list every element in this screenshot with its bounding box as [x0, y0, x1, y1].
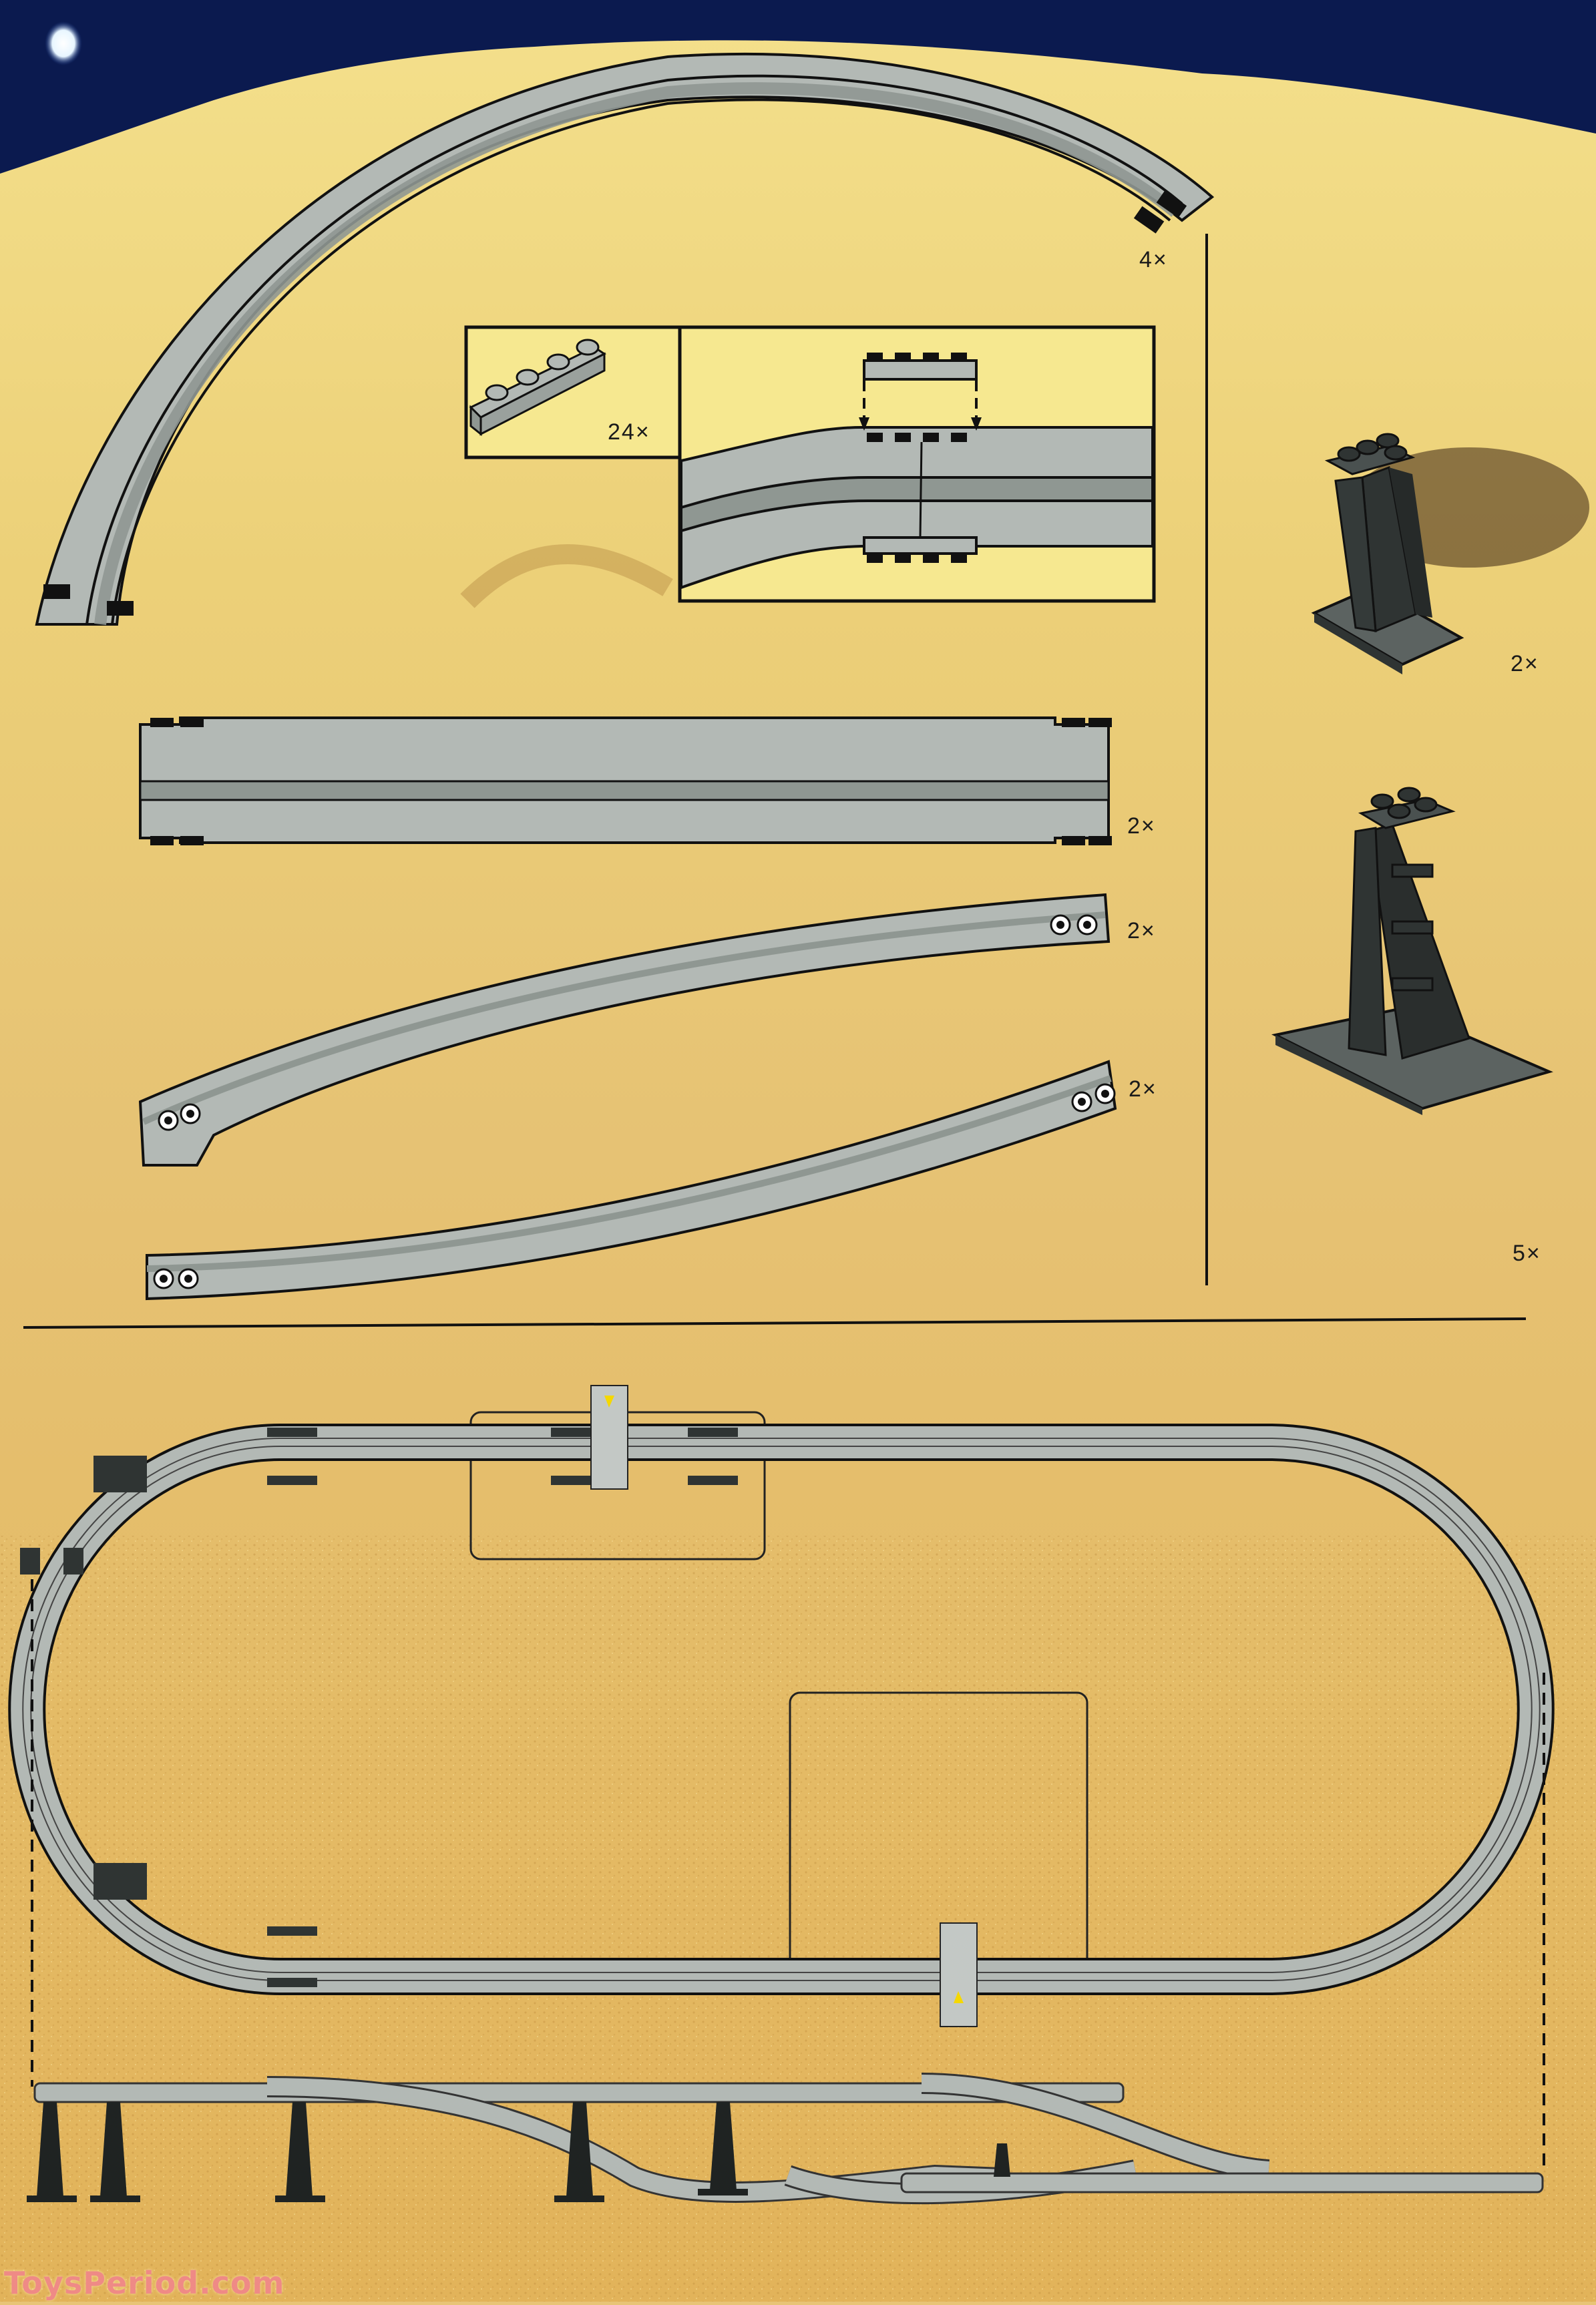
- section-divider-horizontal: [23, 1317, 1527, 1329]
- side-elevation-view: [27, 2073, 1544, 2205]
- plate-1x4-icon: [469, 339, 606, 437]
- watermark: ToysPeriod.com: [4, 2265, 285, 2301]
- qty-straight-track: 2×: [1127, 813, 1156, 839]
- switch-curve-upper-part: [138, 893, 1111, 1167]
- moon-icon: [45, 21, 82, 65]
- qty-switch-curve-upper: 2×: [1127, 918, 1156, 944]
- qty-support-tall: 5×: [1513, 1241, 1541, 1266]
- direction-arrow-icon: [604, 1396, 614, 1408]
- qty-plate-1x4: 24×: [608, 419, 650, 445]
- curved-track-part: [35, 52, 1215, 626]
- switch-unit-bottom: [940, 1922, 978, 2027]
- straight-track-part: [139, 716, 1112, 845]
- qty-curved-track: 4×: [1139, 247, 1168, 272]
- support-short-part: [1311, 433, 1464, 674]
- night-sky: [0, 0, 1596, 174]
- qty-switch-curve-lower: 2×: [1129, 1076, 1157, 1102]
- direction-arrow-icon: [954, 1991, 964, 2003]
- support-tall-part: [1271, 787, 1553, 1115]
- oval-track-layout: [8, 1385, 1555, 2027]
- plate-callout: [464, 325, 1156, 603]
- qty-support-short: 2×: [1511, 651, 1539, 676]
- switch-curve-lower-part: [146, 1060, 1117, 1301]
